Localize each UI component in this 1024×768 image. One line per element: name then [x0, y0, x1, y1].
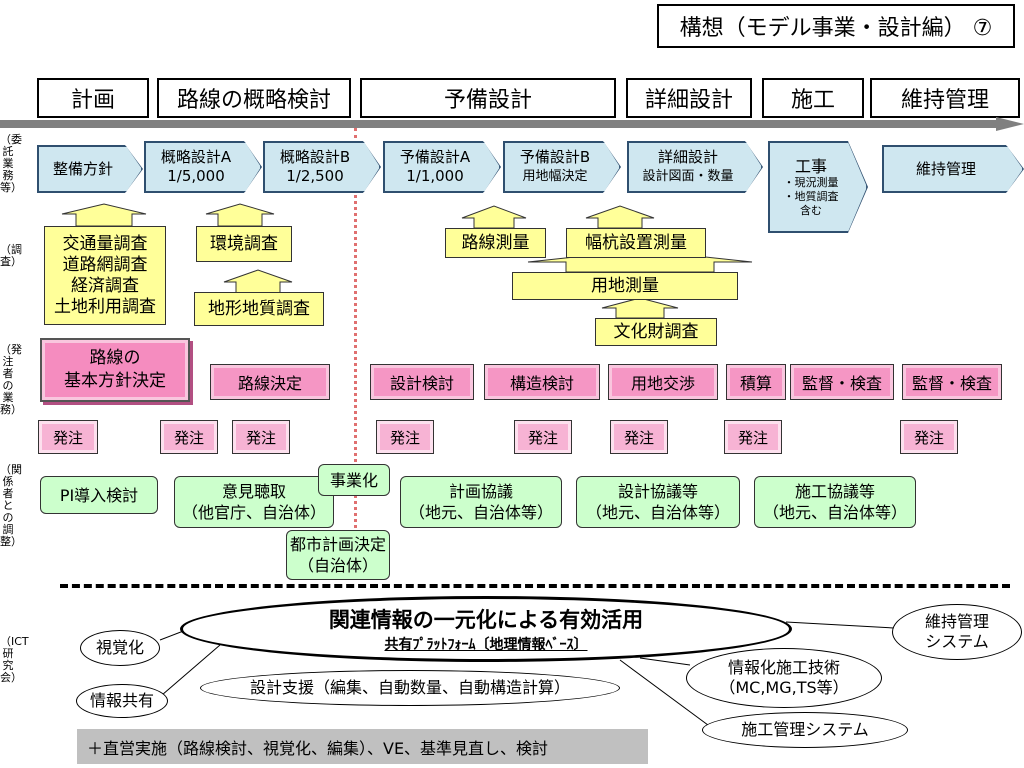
route-survey-box: 路線測量 [445, 228, 546, 258]
policy-arrow: 整備方針 [38, 146, 142, 192]
construction-consultation-box: 施工協議等（地元、自治体等） [754, 476, 916, 528]
row-label-ict: （ICT研究会） [0, 635, 29, 684]
phase-route-study: 路線の概略検討 [157, 78, 351, 118]
terrain-geology-survey-box: 地形地質調査 [194, 292, 324, 326]
phase-detail-design: 詳細設計 [626, 78, 752, 118]
phase-maintenance: 維持管理 [870, 78, 1020, 118]
phase-preliminary-design: 予備設計 [360, 78, 616, 118]
construction-management-system-ellipse: 施工管理システム [702, 712, 908, 748]
order-box-1: 発注 [38, 420, 98, 454]
phase-plan: 計画 [37, 78, 149, 118]
info-sharing-ellipse: 情報共有 [76, 684, 168, 718]
plan-consultation-box: 計画協議（地元、自治体等） [400, 476, 562, 528]
maintenance-arrow: 維持管理 [883, 146, 1023, 192]
project-commercialization-box: 事業化 [318, 464, 390, 496]
detail-design-arrow: 詳細設計設計図面・数量 [628, 142, 762, 192]
design-consultation-box: 設計協議等（地元、自治体等） [576, 476, 740, 528]
supervision-inspection-box-2: 監督・検査 [902, 364, 1002, 400]
timeline-arrow [0, 117, 1024, 131]
order-box-7: 発注 [724, 420, 782, 454]
visualization-ellipse: 視覚化 [80, 630, 160, 666]
ict-section-separator [60, 584, 1010, 588]
environment-survey-box: 環境調査 [196, 226, 292, 262]
design-review-box: 設計検討 [370, 364, 474, 400]
structure-review-box: 構造検討 [484, 364, 600, 400]
phase-construction: 施工 [762, 78, 864, 118]
cost-estimate-box: 積算 [726, 364, 786, 400]
central-platform-ellipse: 関連情報の一元化による有効活用 共有ﾌﾟﾗｯﾄﾌｫｰﾑ〔地理情報ﾍﾞｰｽ〕 [180, 596, 792, 662]
row-label-stakeholder: （関係者との調整） [0, 463, 22, 548]
phase-divider-line [354, 128, 357, 576]
bottom-note-bar: ＋直営実施（路線検討、視覚化、編集）、VE、基準見直し、検討 [77, 729, 648, 764]
supervision-inspection-box-1: 監督・検査 [790, 364, 894, 400]
design-support-ellipse: 設計支援（編集、自動数量、自動構造計算） [200, 670, 620, 706]
traffic-survey-box: 交通量調査道路網調査経済調査土地利用調査 [44, 226, 166, 325]
route-decision-box: 路線決定 [210, 364, 330, 400]
stake-survey-box: 幅杭設置測量 [566, 228, 706, 258]
land-negotiation-box: 用地交渉 [608, 364, 718, 400]
order-box-5: 発注 [514, 420, 572, 454]
route-policy-decision-box: 路線の基本方針決定 [40, 338, 190, 402]
order-box-8: 発注 [900, 420, 958, 454]
info-construction-tech-ellipse: 情報化施工技術（MC,MG,TS等） [686, 648, 882, 708]
slide-title: 構想（モデル事業・設計編） ⑦ [657, 4, 1015, 48]
row-label-survey: （調査） [0, 243, 22, 268]
cultural-property-survey-box: 文化財調査 [595, 318, 717, 346]
row-label-consign: （委託業務等） [0, 133, 22, 194]
order-box-4: 発注 [376, 420, 434, 454]
order-box-3: 発注 [232, 420, 290, 454]
pi-introduction-box: PI導入検討 [40, 476, 158, 514]
row-label-orderer: （発注者の業務） [0, 343, 22, 416]
order-box-2: 発注 [160, 420, 218, 454]
opinion-hearing-box: 意見聴取（他官庁、自治体） [174, 476, 334, 528]
order-box-6: 発注 [610, 420, 668, 454]
construction-arrow: 工事 ・現況測量 ・地質調査 含む [769, 142, 867, 232]
maintenance-system-ellipse: 維持管理システム [892, 604, 1022, 660]
city-planning-decision-box: 都市計画決定（自治体） [286, 530, 390, 580]
land-survey-box: 用地測量 [512, 272, 738, 300]
